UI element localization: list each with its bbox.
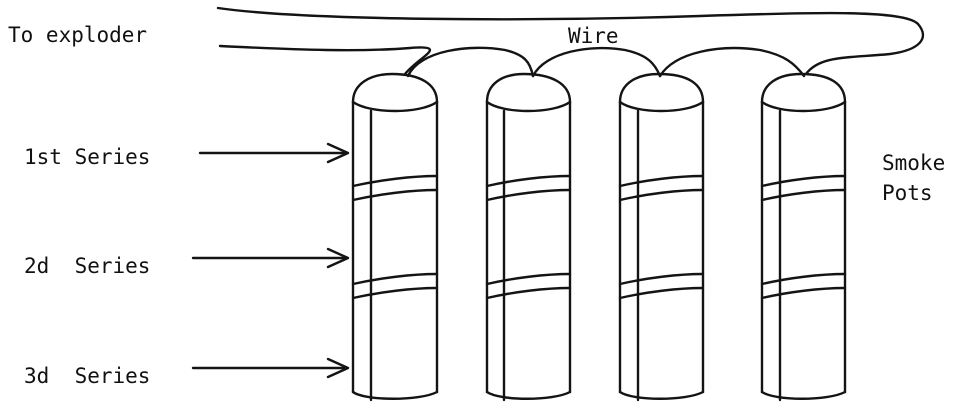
smoke-pot-4 [760, 72, 847, 402]
arrow-series-2 [191, 247, 350, 269]
to-exploder-label: To exploder [8, 23, 148, 47]
series-1-label: 1st Series [24, 145, 151, 169]
smoke-label: Smoke [882, 151, 946, 175]
smoke-pot-1 [351, 72, 439, 402]
wire-label: Wire [568, 24, 619, 48]
series-2-label: 2d Series [24, 254, 151, 278]
pots-label: Pots [882, 181, 933, 205]
arrow-series-1 [198, 142, 350, 164]
smoke-pot-3 [618, 72, 705, 402]
arrow-series-3 [191, 357, 350, 379]
connecting-wire-3 [658, 46, 806, 78]
exploder-wire-top [216, 6, 924, 76]
exploder-wire-bottom [218, 44, 432, 76]
smoke-pot-2 [485, 72, 572, 402]
connecting-wire-2 [531, 46, 662, 78]
connecting-wire-1 [406, 46, 535, 78]
series-3-label: 3d Series [24, 364, 151, 388]
